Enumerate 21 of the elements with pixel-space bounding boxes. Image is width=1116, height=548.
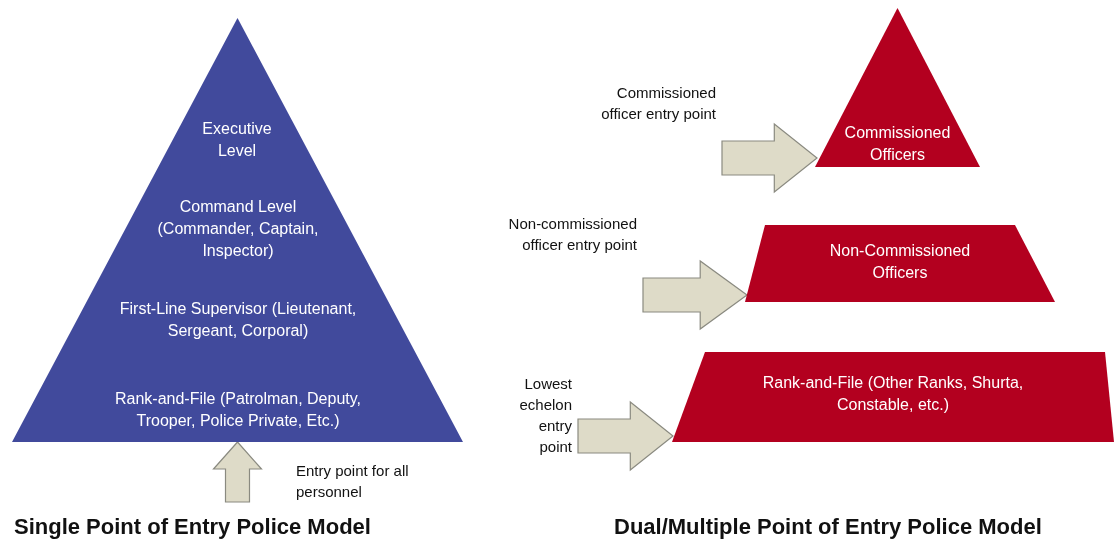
- entry-point-label: Entry point for all personnel: [296, 460, 441, 502]
- level-label: First-Line Supervisor (Lieutenant, Sergeant, Corporal): [118, 299, 358, 341]
- level-label: Command Level (Commander, Captain, Inspector): [156, 197, 320, 261]
- model-heading: Dual/Multiple Point of Entry Police Model: [614, 514, 1042, 540]
- pyramid-triangle: [12, 18, 463, 442]
- trapezoid: [745, 225, 1055, 302]
- entry-point-label: Non-commissioned officer entry point: [467, 213, 637, 255]
- model-heading: Single Point of Entry Police Model: [14, 514, 371, 540]
- entry-point-label: Commissioned officer entry point: [586, 82, 716, 124]
- level-label: Executive Level: [201, 119, 273, 161]
- block-arrow: [212, 441, 263, 503]
- trapezoid: [672, 352, 1114, 442]
- block-arrow: [577, 400, 674, 472]
- entry-point-label: Lowest echelon entry point: [502, 373, 572, 457]
- triangle: [815, 8, 980, 167]
- level-label: Commissioned Officers: [843, 123, 952, 165]
- block-arrow: [721, 122, 818, 194]
- block-arrow: [642, 259, 749, 331]
- level-label: Non-Commissioned Officers: [828, 241, 972, 283]
- level-label: Rank-and-File (Other Ranks, Shurta, Constable, etc.): [761, 373, 1025, 415]
- level-label: Rank-and-File (Patrolman, Deputy, Trooper, Police Private, Etc.): [114, 389, 362, 431]
